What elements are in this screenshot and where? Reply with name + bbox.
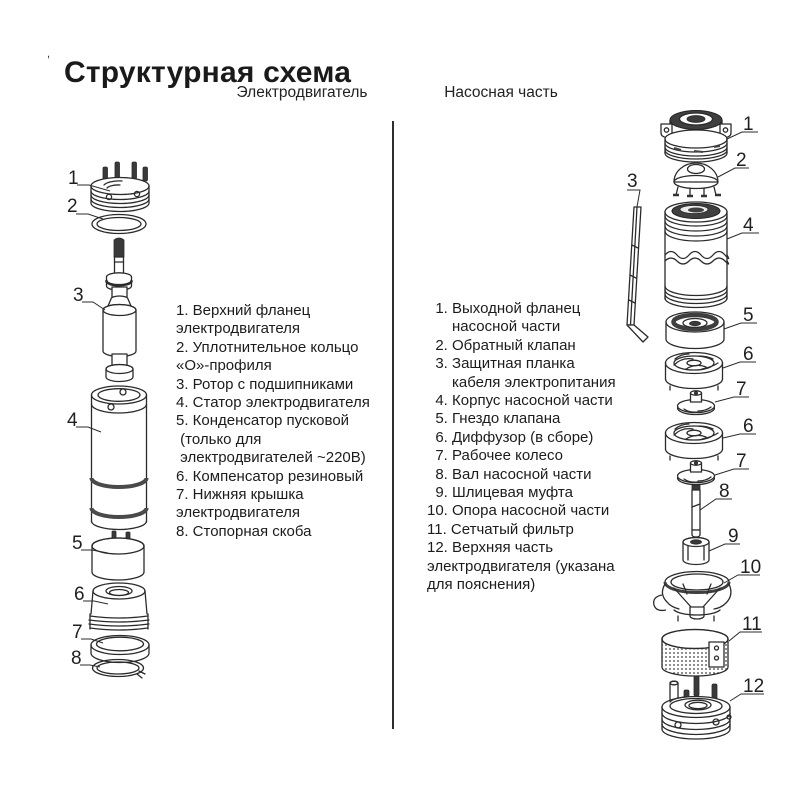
pump-callout-10: 10 [740, 557, 761, 578]
pump-callout-6b: 6 [743, 416, 754, 437]
pump-callout-4: 4 [743, 215, 754, 236]
list-item: 2. Уплотнительное кольцо «О»-профиля [176, 338, 359, 375]
motor-callout-5: 5 [72, 533, 83, 554]
pump-callout-11: 11 [742, 614, 762, 635]
motor-part-2-o-ring [76, 213, 147, 235]
pump-part-3-cable-guard-plate [626, 189, 649, 343]
list-item: 3. Ротор с подшипниками [176, 375, 354, 393]
motor-callout-7: 7 [72, 622, 83, 643]
motor-callout-1: 1 [68, 168, 79, 189]
motor-parts-list: 1. Верхний фланец электродвигателя 2. Уп… [176, 302, 421, 541]
list-item: 7. Нижняя крышка электродвигателя [176, 486, 304, 522]
motor-column-header: Электродвигатель [236, 84, 368, 101]
motor-part-3-rotor [82, 237, 137, 383]
motor-part-1-upper-flange [77, 161, 150, 213]
pump-part-4-pump-housing [664, 201, 759, 309]
motor-callout-8: 8 [71, 648, 82, 669]
pump-callout-6a: 6 [743, 344, 754, 365]
list-item: 6. Диффузор (в сборе) [427, 428, 594, 446]
pump-part-10-pump-support [653, 570, 760, 622]
list-item: 8. Вал насосной части [427, 465, 592, 483]
list-item: 2. Обратный клапан [427, 336, 576, 354]
scan-artifact-mark: , [47, 48, 51, 60]
list-item: 8. Стопорная скоба [176, 522, 312, 540]
pump-part-11-mesh-filter [661, 628, 762, 677]
pump-parts-list: 1. Выходной фланец насосной части 2. Обр… [427, 300, 652, 595]
pump-part-1-outlet-flange [660, 110, 758, 163]
motor-part-8-retaining-clip [80, 658, 146, 679]
pump-callout-9: 9 [728, 526, 739, 547]
pump-part-2-check-valve [673, 162, 749, 198]
pump-callout-5: 5 [743, 305, 754, 326]
list-item: 5. Гнездо клапана [427, 410, 561, 428]
list-item: 7. Рабочее колесо [427, 447, 563, 465]
pump-callout-8: 8 [719, 481, 730, 502]
pump-part-7-impeller-upper [676, 390, 716, 416]
pump-exploded-diagram: 1 2 3 [626, 110, 764, 740]
motor-part-7-lower-cap [81, 634, 150, 664]
pump-callout-3: 3 [627, 171, 638, 192]
motor-callout-3: 3 [73, 285, 84, 306]
list-item: 1. Выходной фланец насосной части [435, 300, 581, 336]
pump-part-7-impeller-lower [676, 460, 716, 486]
motor-callout-6: 6 [74, 584, 85, 605]
pump-part-9-spline-coupling [682, 536, 740, 566]
pump-part-6-diffuser-lower [664, 421, 724, 461]
list-item: 12. Верхняя часть электродвигателя (указ… [427, 539, 615, 594]
pump-callout-12: 12 [743, 676, 764, 697]
list-item: 11. Сетчатый фильтр [427, 520, 574, 538]
list-item: 1. Верхний фланец электродвигателя [176, 302, 311, 338]
motor-exploded-diagram: 1 2 3 [67, 161, 150, 679]
pump-callout-2: 2 [736, 150, 747, 171]
page-title: Структурная схема [64, 56, 352, 90]
pump-part-8-shaft [691, 484, 732, 538]
column-divider [392, 121, 394, 729]
pump-part-5-valve-seat [665, 311, 757, 350]
pump-part-6-diffuser-upper [664, 351, 724, 391]
pump-column-header: Насосная часть [444, 84, 558, 101]
pump-callout-1: 1 [743, 114, 754, 135]
motor-part-4-stator [76, 385, 149, 531]
pump-callout-7b: 7 [736, 451, 747, 472]
list-item: 4. Статор электродвигателя [176, 394, 370, 412]
motor-part-6-rubber-compensator [83, 582, 150, 631]
pump-part-12-motor-upper-part [661, 675, 764, 740]
list-item: 9. Шлицевая муфта [427, 484, 573, 502]
list-item: 4. Корпус насосной части [427, 392, 613, 410]
list-item: 3. Защитная планка кабеля электропитания [435, 355, 616, 391]
motor-part-5-capacitor [81, 530, 145, 581]
list-item: 5. Конденсатор пусковой (только для элек… [176, 412, 366, 467]
list-item: 10. Опора насосной части [427, 502, 610, 520]
list-item: 6. Компенсатор резиновый [176, 467, 364, 485]
motor-callout-4: 4 [67, 410, 78, 431]
pump-callout-7a: 7 [736, 379, 747, 400]
motor-callout-2: 2 [67, 196, 78, 217]
